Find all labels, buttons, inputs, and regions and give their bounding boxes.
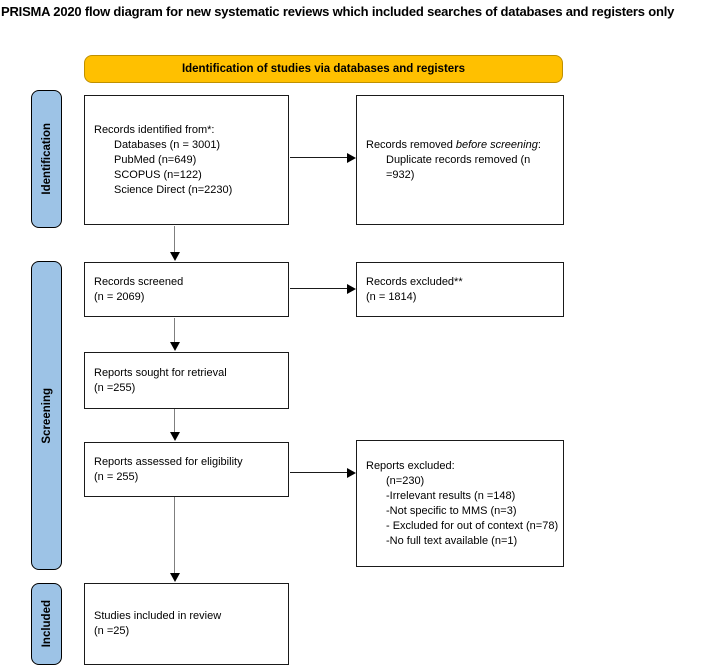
- stage-identification-label: Identification: [40, 123, 53, 195]
- reports-sought-line1: Reports sought for retrieval: [94, 366, 227, 379]
- reports-assessed-box: Reports assessed for eligibility (n = 25…: [84, 442, 289, 497]
- arrowhead-down-icon: [170, 432, 180, 441]
- reports-excluded-box: Reports excluded: (n=230) -Irrelevant re…: [356, 440, 564, 567]
- records-removed-title: Records removed before screening:: [366, 138, 541, 151]
- records-screened-line1: Records screened: [94, 275, 184, 288]
- records-screened-box: Records screened (n = 2069): [84, 262, 289, 317]
- list-item: -No full text available (n=1): [386, 534, 518, 547]
- arrowhead-down-icon: [170, 342, 180, 351]
- records-excluded-line2: (n = 1814): [366, 290, 417, 303]
- arrow-stem: [174, 318, 175, 344]
- list-item: -Irrelevant results (n =148): [386, 489, 516, 502]
- list-item: -Not specific to MMS (n=3): [386, 504, 517, 517]
- banner-label: Identification of studies via databases …: [181, 63, 466, 75]
- arrow-stem: [290, 157, 348, 158]
- arrow-stem: [174, 409, 175, 434]
- records-removed-box: Records removed before screening: Duplic…: [356, 95, 564, 225]
- studies-included-line2: (n =25): [94, 625, 130, 637]
- list-item: (n=230): [386, 474, 425, 487]
- reports-excluded-title: Reports excluded:: [366, 459, 455, 472]
- arrowhead-right-icon: [347, 284, 356, 294]
- arrow-stem: [290, 472, 348, 473]
- records-screened-line2: (n = 2069): [94, 290, 145, 303]
- arrowhead-right-icon: [347, 153, 356, 163]
- studies-included-line1: Studies included in review: [94, 610, 222, 622]
- records-identified-title: Records identified from*:: [94, 123, 215, 136]
- arrow-stem: [290, 288, 348, 289]
- arrowhead-down-icon: [170, 252, 180, 261]
- list-item: Databases (n = 3001): [114, 138, 221, 151]
- stage-screening-label: Screening: [40, 387, 53, 444]
- list-item: Duplicate records removed (n =932): [386, 153, 531, 181]
- list-item: PubMed (n=649): [114, 153, 197, 166]
- arrowhead-down-icon: [170, 573, 180, 582]
- arrow-stem: [174, 226, 175, 253]
- records-identified-box: Records identified from*: Databases (n =…: [84, 95, 289, 225]
- stage-screening: Screening: [31, 261, 62, 570]
- list-item: - Excluded for out of context (n=78): [386, 519, 559, 532]
- arrow-stem: [174, 497, 175, 575]
- list-item: SCOPUS (n=122): [114, 168, 202, 181]
- records-excluded-box: Records excluded** (n = 1814): [356, 262, 564, 317]
- studies-included-box: Studies included in review (n =25): [84, 583, 289, 665]
- reports-sought-line2: (n =255): [94, 381, 136, 394]
- list-item: Science Direct (n=2230): [114, 183, 233, 196]
- reports-sought-box: Reports sought for retrieval (n =255): [84, 352, 289, 409]
- records-excluded-line1: Records excluded**: [366, 275, 463, 288]
- page-title: PRISMA 2020 flow diagram for new systema…: [1, 4, 675, 19]
- arrowhead-right-icon: [347, 468, 356, 478]
- reports-assessed-line2: (n = 255): [94, 470, 139, 483]
- reports-assessed-line1: Reports assessed for eligibility: [94, 455, 243, 468]
- stage-included-label: Included: [40, 600, 53, 648]
- stage-included: Included: [31, 583, 62, 665]
- stage-identification: Identification: [31, 90, 62, 228]
- banner-identification-of-studies: Identification of studies via databases …: [84, 55, 563, 83]
